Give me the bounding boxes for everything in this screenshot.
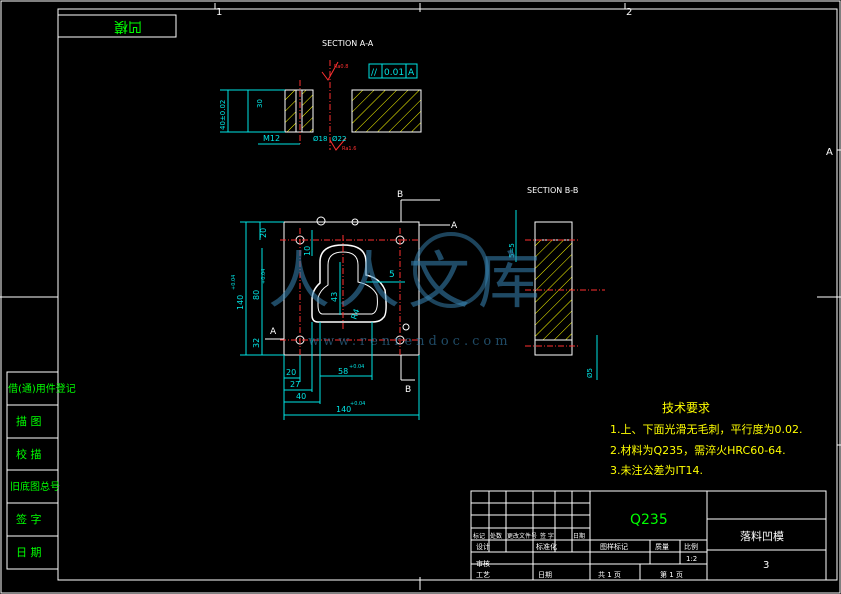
tol-value: 0.01 [384, 68, 404, 78]
dim-aa-height: 40±0.02 [219, 100, 227, 130]
tb-scale-value: 1:2 [686, 555, 697, 563]
dim-w58-tol: +0.04 [349, 364, 364, 370]
dim-w5: 5 [389, 270, 395, 280]
cut-b-bottom: B [405, 385, 411, 395]
dim-h43: 43 [330, 292, 339, 302]
dim-width-total: 140 [336, 405, 351, 414]
dim-bottom-32: 32 [252, 338, 261, 348]
tech-item-3: 3.未注公差为IT14. [610, 463, 703, 477]
side-row-1: 借(通)用件登记 [8, 382, 76, 395]
tb-role-process: 工艺 [476, 571, 490, 579]
dim-top-20: 20 [259, 228, 268, 238]
dim-bb-top: 5=5 [508, 243, 516, 258]
cut-a-left: A [270, 327, 277, 337]
side-row-6: 日 期 [16, 546, 42, 559]
dim-aa-bore-large: Ø22 [332, 135, 346, 143]
dim-r4: R4 [349, 308, 361, 321]
watermark: 人人文库 www.renrendoc.com [268, 232, 548, 349]
tb-hdr-change: 更改文件号 [507, 532, 537, 540]
tb-sheets-total: 共 1 页 [598, 570, 621, 579]
tech-requirements: 技术要求 1.上、下面光滑无毛刺，平行度为0.02. 2.材料为Q235，需淬火… [610, 401, 802, 477]
section-bb-title: SECTION B-B [527, 186, 578, 195]
main-view: B B A A 20 10 140 +0.04 80 +0.04 43 R4 5… [231, 190, 458, 420]
side-row-2: 描 图 [16, 414, 42, 428]
section-bb-view: SECTION B-B 5=5 Ø5 [508, 186, 605, 380]
grid-col-2: 2 [626, 7, 632, 18]
dim-aa-bore-small: Ø18 [313, 135, 327, 143]
dim-aa-depth: 30 [256, 99, 264, 108]
tb-hdr-date: 日期 [573, 532, 585, 540]
dim-height-total-tol: +0.04 [231, 275, 237, 290]
dim-height-80-tol: +0.04 [261, 269, 267, 284]
dim-aa-thread: M12 [263, 134, 280, 143]
tb-sheet-no: 第 1 页 [660, 570, 683, 579]
tb-hdr-sign: 签 字 [540, 532, 554, 540]
tb-stage: 图样标记 [600, 542, 628, 551]
roughness-top: Ra0.8 [334, 64, 348, 70]
side-table [6, 371, 59, 570]
dim-w20: 20 [286, 368, 296, 377]
tb-weight: 质量 [655, 542, 669, 551]
dim-w27: 27 [290, 380, 300, 389]
dim-top-10: 10 [303, 246, 312, 256]
dim-w40: 40 [296, 392, 306, 401]
grid-col-1: 1 [216, 7, 222, 18]
tb-material: Q235 [630, 512, 668, 528]
side-row-5: 签 字 [16, 512, 42, 526]
tech-item-1: 1.上、下面光滑无毛刺，平行度为0.02. [610, 422, 802, 436]
tb-role-design: 设计 [476, 542, 490, 551]
watermark-main: 人人文库 [268, 244, 548, 317]
dim-height-total: 140 [236, 295, 245, 310]
drawing-number-box: 凹模 [57, 14, 177, 38]
drawing-number: 凹模 [114, 18, 142, 34]
tech-item-2: 2.材料为Q235，需淬火HRC60-64. [610, 443, 786, 457]
cut-b-top: B [397, 190, 403, 200]
watermark-url: www.renrendoc.com [308, 334, 512, 349]
tb-std: 标准化 [536, 542, 557, 551]
dim-width-total-tol: +0.04 [350, 401, 365, 407]
cut-a-right: A [451, 221, 458, 231]
tb-hdr-mark: 标记 [473, 532, 485, 540]
dim-bb-bottom: Ø5 [586, 368, 594, 378]
section-aa-view: SECTION A-A // 0.01 A Ra0.8 Ra1.6 40±0.0… [219, 39, 422, 152]
side-row-3: 校 描 [16, 447, 42, 461]
tb-scale: 比例 [684, 542, 698, 551]
tb-part-name: 落料凹模 [740, 529, 784, 543]
tb-drawing-code: 3 [763, 560, 769, 571]
roughness-bottom: Ra1.6 [342, 146, 356, 152]
dim-w58: 58 [338, 367, 348, 376]
tol-datum: A [408, 68, 415, 78]
die-opening [311, 244, 387, 323]
tech-heading: 技术要求 [662, 401, 710, 415]
tol-symbol: // [371, 68, 378, 78]
side-row-4: 旧底图总号 [10, 480, 60, 493]
dim-height-80: 80 [252, 290, 261, 300]
grid-row-a: A [826, 147, 833, 158]
title-block [470, 490, 827, 581]
tb-date: 日期 [538, 571, 552, 579]
tb-role-review: 审核 [476, 559, 490, 568]
section-aa-title: SECTION A-A [322, 39, 374, 48]
tb-hdr-count: 处数 [490, 532, 502, 540]
